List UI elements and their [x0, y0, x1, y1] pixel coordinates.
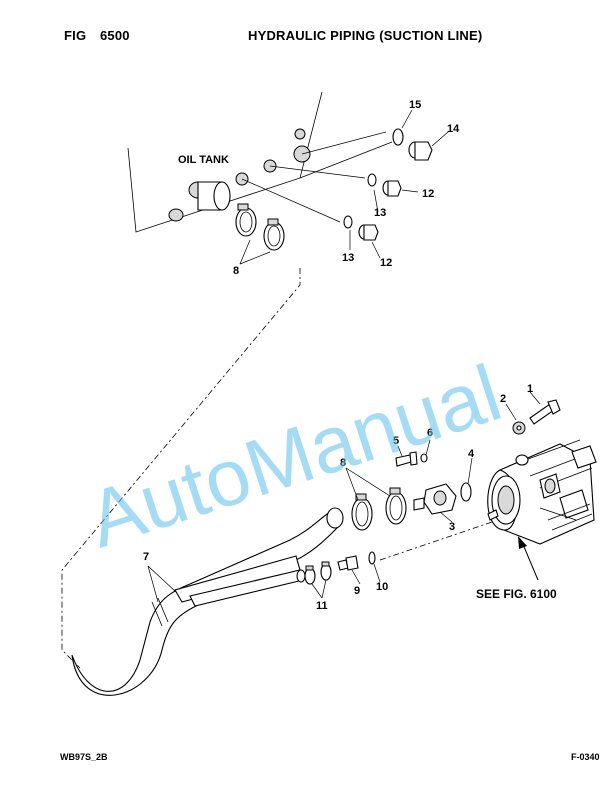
callout-14: 14 [447, 123, 460, 135]
figure-label: FIG [64, 28, 87, 43]
callout-2: 2 [500, 393, 506, 405]
oil-tank-label: OIL TANK [178, 154, 229, 166]
callout-5: 5 [393, 435, 399, 447]
hose-clamps-middle [345, 467, 407, 531]
callout-13b: 13 [342, 252, 354, 264]
figure-title: HYDRAULIC PIPING (SUCTION LINE) [248, 28, 483, 43]
callout-13a: 13 [374, 207, 386, 219]
callout-6: 6 [427, 427, 433, 439]
pump-centerline [379, 519, 499, 561]
small-fittings [304, 551, 381, 599]
callout-12b: 12 [380, 257, 392, 269]
footer-page-code: F-0340 [571, 752, 600, 762]
footer-model-code: WB97S_2B [60, 752, 108, 762]
callout-10: 9 [354, 585, 360, 597]
callout-1: 1 [527, 383, 533, 395]
bolt-washer [505, 391, 561, 435]
reference-arrow [518, 536, 539, 581]
routing-centerline [61, 268, 301, 669]
callout-8b: 8 [340, 457, 346, 469]
callout-7: 7 [143, 551, 149, 563]
flange-assembly [395, 439, 473, 523]
callout-8a: 8 [233, 265, 239, 277]
see-fig-reference: SEE FIG. 6100 [476, 587, 557, 601]
watermark-text: AutoManual [78, 348, 512, 565]
callout-9: 11 [316, 600, 328, 612]
callout-4: 4 [468, 448, 475, 460]
callout-3: 3 [449, 521, 455, 533]
callout-11: 10 [376, 581, 388, 593]
hose-clamps-top [235, 203, 285, 265]
suction-hose [71, 507, 344, 696]
oil-tank-drawing [127, 91, 393, 233]
plugs-and-orings [343, 109, 449, 259]
figure-number: 6500 [100, 28, 130, 43]
callout-12a: 12 [422, 188, 434, 200]
callout-15: 15 [409, 99, 421, 111]
hydraulic-pump [487, 439, 597, 545]
